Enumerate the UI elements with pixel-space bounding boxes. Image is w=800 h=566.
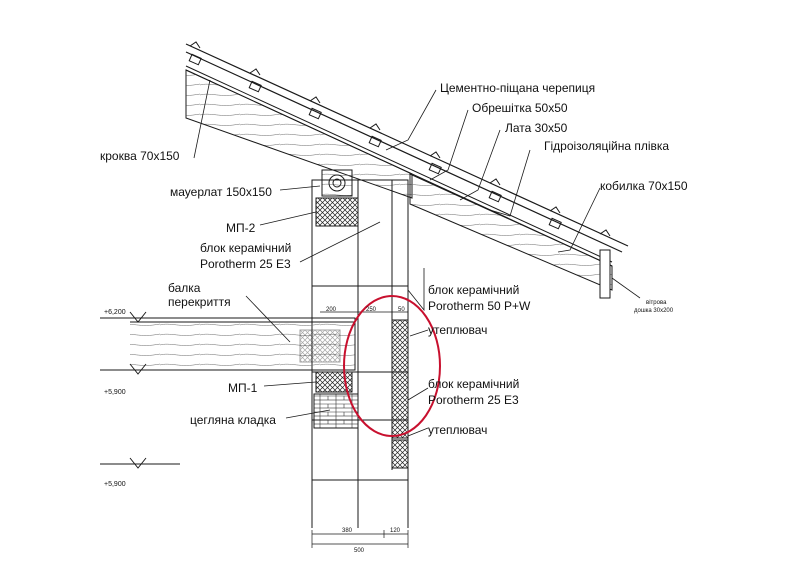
roof-tiles xyxy=(185,41,629,253)
rafter-tail xyxy=(409,173,613,291)
label-lintel-top: МП-2 xyxy=(226,221,256,235)
label-block-top-1: блок керамічний xyxy=(200,241,291,255)
label-brickwork: цегляна кладка xyxy=(190,413,276,427)
lintel-mp2 xyxy=(315,197,359,227)
label-beam-1: балка xyxy=(168,281,201,295)
label-counter-batten: Лата 30x50 xyxy=(505,121,568,135)
label-block-top-2: Porotherm 25 E3 xyxy=(200,257,291,271)
label-membrane: Гідроізоляційна плівка xyxy=(544,139,669,153)
insulation-lower xyxy=(391,439,409,469)
label-wall-plate: мауерлат 150x150 xyxy=(170,185,272,199)
highlight-ellipse xyxy=(343,295,441,437)
label-rafter: кроква 70x150 xyxy=(100,149,180,163)
battens xyxy=(188,53,562,230)
label-fascia-1: вітрова xyxy=(646,300,667,306)
dim-200: 200 xyxy=(326,307,337,313)
level-2: +5,900 xyxy=(104,389,126,396)
rafter xyxy=(185,69,413,199)
label-block-mid-1: блок керамічний xyxy=(428,377,519,391)
insulation-upper xyxy=(391,319,409,439)
label-block-outer-1: блок керамічний xyxy=(428,283,519,297)
label-batten: Обрешітка 50x50 xyxy=(472,101,568,115)
label-beam-2: перекриття xyxy=(168,295,231,309)
label-fascia-2: дошка 30x200 xyxy=(634,308,674,314)
dim-120: 120 xyxy=(390,528,401,534)
label-block-outer-2: Porotherm 50 P+W xyxy=(428,299,531,313)
dimension-lines xyxy=(311,311,409,548)
label-tile: Цементно-піщана черепиця xyxy=(440,81,595,95)
dim-380: 380 xyxy=(342,528,353,534)
level-3: +5,900 xyxy=(104,481,126,488)
level-1: +6,200 xyxy=(104,309,126,316)
level-markers xyxy=(100,311,180,469)
dim-500: 500 xyxy=(354,548,365,554)
fascia-board xyxy=(599,249,611,299)
label-block-mid-2: Porotherm 25 E3 xyxy=(428,393,519,407)
counter-batten xyxy=(185,65,613,263)
leader-lines xyxy=(193,79,641,437)
label-rafter-tail: кобилка 70x150 xyxy=(600,179,688,193)
dim-50: 50 xyxy=(398,307,405,313)
label-insulation-1: утеплювач xyxy=(428,323,487,337)
floor-beam xyxy=(130,317,356,371)
label-lintel-bottom: МП-1 xyxy=(228,381,258,395)
wall-plate xyxy=(321,169,353,197)
dim-250: 250 xyxy=(366,307,377,313)
brickwork xyxy=(313,393,359,429)
label-insulation-2: утеплювач xyxy=(428,423,487,437)
